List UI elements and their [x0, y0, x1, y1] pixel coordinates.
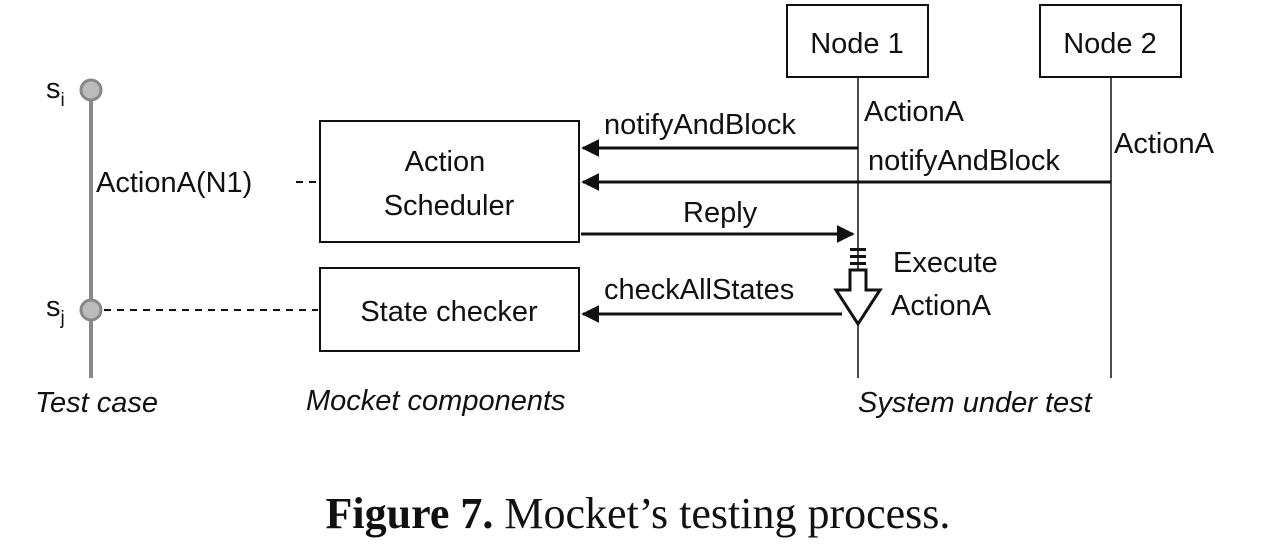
state-i-label: si — [46, 73, 65, 111]
state-j-node — [79, 298, 103, 322]
figure-caption: Figure 7. Mocket’s testing process. — [326, 489, 951, 538]
reply-label: Reply — [683, 197, 758, 229]
test-case-section-label: Test case — [35, 387, 158, 419]
notify-label-node2: notifyAndBlock — [868, 145, 1060, 177]
mocket-section-label: Mocket components — [306, 385, 566, 417]
system-section-label: System under test — [858, 387, 1094, 419]
node2-label: Node 2 — [1063, 28, 1157, 60]
state-i-node — [79, 78, 103, 102]
node1-action-label: ActionA — [864, 96, 965, 128]
state-j-label: sj — [46, 291, 65, 329]
notify-label-node1: notifyAndBlock — [604, 109, 796, 141]
node1-label: Node 1 — [810, 28, 904, 60]
execute-label: Execute ActionA — [891, 247, 1006, 322]
state-checker-label: State checker — [360, 296, 538, 328]
action-scheduler-label: Action Scheduler — [384, 146, 515, 222]
execute-arrow-icon — [833, 248, 883, 327]
state-checker-box — [319, 267, 580, 352]
action-scheduler-box — [319, 120, 580, 243]
node2-action-label: ActionA — [1114, 128, 1215, 160]
test-action-label: ActionA(N1) — [96, 167, 252, 199]
check-label: checkAllStates — [604, 274, 794, 306]
